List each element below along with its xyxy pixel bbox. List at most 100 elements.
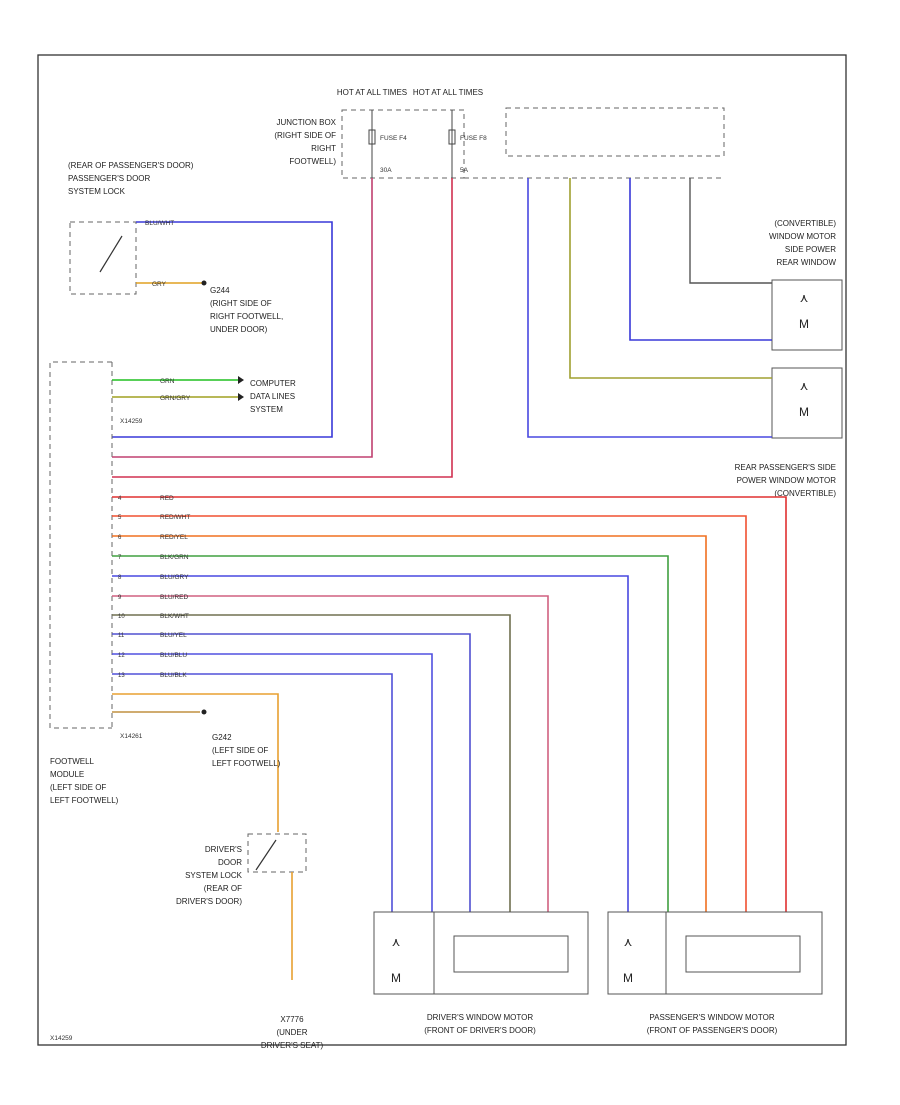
module-wire-code: RED bbox=[160, 495, 174, 502]
wire-fuse-f4 bbox=[112, 178, 373, 458]
ground-g244 bbox=[201, 280, 207, 286]
ground-driver-3: LEFT FOOTWELL) bbox=[212, 759, 281, 768]
wire-jb-conv-3 bbox=[569, 178, 772, 379]
driver-lock-label-2: DOOR bbox=[218, 858, 242, 867]
connector-id: X14259 bbox=[120, 418, 143, 425]
module-wire bbox=[112, 653, 433, 912]
module-wires: RED4RED/WHT5RED/YEL6BLK/GRN7BLU/GRY8BLU/… bbox=[112, 495, 787, 912]
wire-jb-conv-2 bbox=[629, 178, 772, 341]
passenger-lock-label-2: PASSENGER'S DOOR bbox=[68, 174, 151, 183]
module-wire-code: BLU/RED bbox=[160, 594, 188, 601]
module-wire bbox=[112, 555, 669, 912]
junction-label-2: (RIGHT SIDE OF bbox=[274, 131, 336, 140]
module-wire bbox=[112, 633, 471, 912]
wire-data-grngry-code: GRN/GRY bbox=[160, 395, 191, 402]
convertible-motor-1-m: M bbox=[799, 317, 809, 331]
junction-label-1: JUNCTION BOX bbox=[276, 118, 336, 127]
footwell-label-2: MODULE bbox=[50, 770, 84, 779]
module-wire bbox=[112, 595, 549, 912]
module-wire-pin: 9 bbox=[118, 595, 122, 601]
passenger-motor-label-2: (FRONT OF PASSENGER'S DOOR) bbox=[647, 1026, 778, 1035]
driver-lock-label-5: DRIVER'S DOOR) bbox=[176, 897, 242, 906]
module-wire-pin: 12 bbox=[118, 653, 125, 659]
module-wire-pin: 4 bbox=[118, 496, 122, 502]
wire-passenger-lock bbox=[112, 221, 333, 438]
module-wire-code: BLU/YEL bbox=[160, 632, 187, 639]
ground-seat-1: X7776 bbox=[280, 1015, 304, 1024]
wire-data-grn-code: GRN bbox=[160, 378, 175, 385]
junction-label-4: FOOTWELL) bbox=[289, 157, 336, 166]
connector-id-bottom: X14261 bbox=[120, 733, 143, 740]
diagram-code: X14259 bbox=[50, 1035, 73, 1042]
junction-box bbox=[341, 109, 465, 179]
convertible-motor-2-symbol: ⋏ bbox=[800, 379, 809, 393]
passenger-lock-box bbox=[69, 221, 137, 295]
convertible-motor-1 bbox=[771, 279, 843, 351]
module-wire bbox=[112, 515, 747, 912]
module-wire-pin: 6 bbox=[118, 535, 122, 541]
module-wire bbox=[112, 614, 511, 912]
convertible-motor-2-m: M bbox=[799, 405, 809, 419]
module-wire-pin: 5 bbox=[118, 515, 122, 521]
driver-motor-label-2: (FRONT OF DRIVER'S DOOR) bbox=[424, 1026, 536, 1035]
module-wire-code: BLU/BLU bbox=[160, 652, 187, 659]
module-wire-code: RED/WHT bbox=[160, 514, 190, 521]
ground-seat-2: (UNDER bbox=[276, 1028, 307, 1037]
wire-passenger-ground-code: GRY bbox=[152, 281, 167, 288]
driver-motor-box bbox=[373, 911, 589, 995]
fuse-f8-label: FUSE F8 bbox=[460, 135, 487, 142]
rear-pass-label-3: (CONVERTIBLE) bbox=[774, 489, 836, 498]
fuse-f4: FUSE F4 30A bbox=[368, 110, 407, 178]
fuse-f8-amp: 5A bbox=[460, 167, 469, 174]
wire-fuse-f8 bbox=[112, 178, 453, 478]
convertible-label-4: REAR WINDOW bbox=[776, 258, 836, 267]
ground-passenger-2: (RIGHT SIDE OF bbox=[210, 299, 272, 308]
ground-g242 bbox=[201, 709, 207, 715]
convertible-label-3: SIDE POWER bbox=[785, 245, 836, 254]
ground-passenger-3: RIGHT FOOTWELL, bbox=[210, 312, 283, 321]
fuse-f4-label: FUSE F4 bbox=[380, 135, 407, 142]
passenger-lock-label-3: SYSTEM LOCK bbox=[68, 187, 126, 196]
ground-driver-1: G242 bbox=[212, 733, 232, 742]
passenger-motor-m: M bbox=[623, 971, 633, 985]
module-wire-code: RED/YEL bbox=[160, 534, 188, 541]
junction-label-3: RIGHT bbox=[311, 144, 336, 153]
module-wire-code: BLK/WHT bbox=[160, 613, 189, 620]
ground-passenger-4: UNDER DOOR) bbox=[210, 325, 268, 334]
footwell-label-4: LEFT FOOTWELL) bbox=[50, 796, 119, 805]
diagram-frame bbox=[37, 54, 847, 1046]
computer-label-1: COMPUTER bbox=[250, 379, 296, 388]
driver-motor-m: M bbox=[391, 971, 401, 985]
ground-seat-3: DRIVER'S SEAT) bbox=[261, 1041, 324, 1050]
driver-lock-switch bbox=[255, 839, 277, 871]
computer-label-2: DATA LINES bbox=[250, 392, 295, 401]
passenger-motor-control bbox=[685, 935, 801, 973]
ground-passenger-1: G244 bbox=[210, 286, 230, 295]
module-wire bbox=[112, 535, 707, 912]
passenger-motor-box bbox=[607, 911, 823, 995]
passenger-motor-label-1: PASSENGER'S WINDOW MOTOR bbox=[649, 1013, 774, 1022]
footwell-label-3: (LEFT SIDE OF bbox=[50, 783, 106, 792]
module-wire bbox=[112, 496, 787, 912]
junction-box-right bbox=[505, 107, 725, 157]
hot-label-1: HOT AT ALL TIMES bbox=[337, 88, 407, 97]
driver-motor-symbol: ⋏ bbox=[392, 935, 401, 949]
fuse-f4-amp: 30A bbox=[380, 167, 392, 174]
driver-lock-label-3: SYSTEM LOCK bbox=[185, 871, 243, 880]
driver-lock-label-4: (REAR OF bbox=[204, 884, 242, 893]
module-wire-pin: 10 bbox=[118, 614, 125, 620]
wire-jb-conv-1 bbox=[689, 178, 772, 284]
convertible-label-2: WINDOW MOTOR bbox=[769, 232, 836, 241]
ground-driver-2: (LEFT SIDE OF bbox=[212, 746, 268, 755]
module-wire-code: BLU/BLK bbox=[160, 672, 187, 679]
module-wire bbox=[112, 575, 629, 912]
driver-lock-label-1: DRIVER'S bbox=[205, 845, 242, 854]
convertible-motor-2 bbox=[771, 367, 843, 439]
driver-motor-control bbox=[453, 935, 569, 973]
module-wire-code: BLK/GRN bbox=[160, 554, 189, 561]
convertible-label-1: (CONVERTIBLE) bbox=[774, 219, 836, 228]
module-wire-pin: 8 bbox=[118, 575, 122, 581]
rear-pass-label-2: POWER WINDOW MOTOR bbox=[737, 476, 837, 485]
